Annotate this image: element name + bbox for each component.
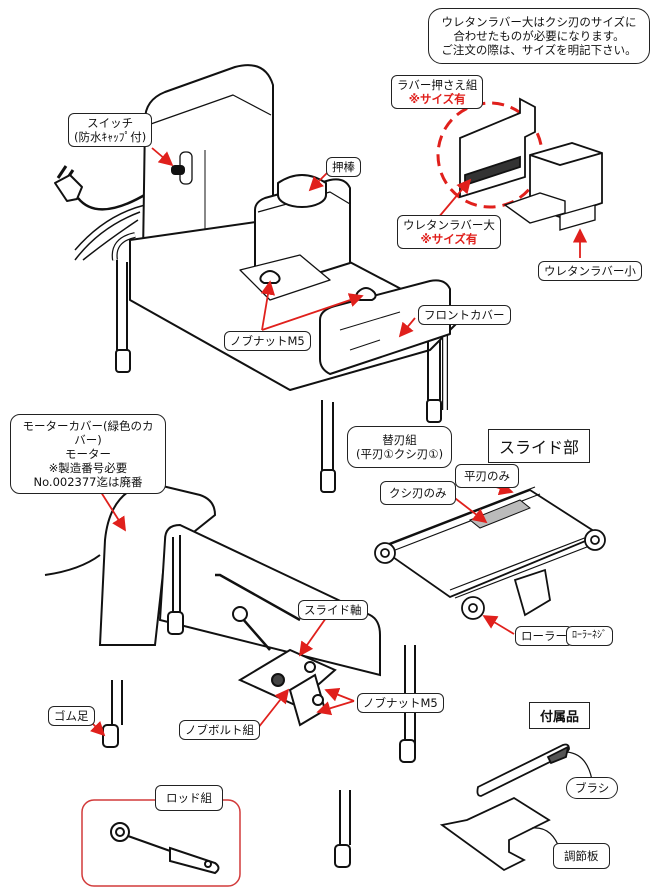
- label-knob-nut-bottom: ノブナットM5: [357, 693, 444, 713]
- note-line: No.002377迄は廃番: [33, 475, 143, 489]
- label-switch: スイッチ (防水ｷｬｯﾌﾟ付): [68, 113, 153, 147]
- note-line: ※製造番号必要: [48, 461, 128, 475]
- arrow-front-cover: [398, 317, 416, 338]
- arrow-switch: [151, 147, 174, 167]
- label-knob-bolt: ノブボルト組: [179, 720, 260, 740]
- power-plug-icon: [54, 165, 149, 261]
- callout-arrows: [89, 147, 588, 737]
- label-replacement-blade-name: 替刃組: [382, 433, 417, 447]
- arrow-knob-nut-b1: [324, 687, 355, 702]
- label-switch-note: (防水ｷｬｯﾌﾟ付): [74, 130, 147, 144]
- label-rubber-foot: ゴム足: [48, 706, 95, 726]
- note-line: ウレタンラバー大はクシ刃のサイズに: [441, 15, 637, 29]
- label-comb-blade-only: クシ刃のみ: [380, 481, 456, 505]
- label-urethane-large: ウレタンラバー大 ※サイズ有: [397, 215, 501, 249]
- label-flat-blade-only: 平刃のみ: [455, 464, 519, 488]
- arrow-knob-nut-1: [260, 280, 276, 331]
- label-slide-shaft: スライド軸: [298, 600, 368, 620]
- note-line: 合わせたものが必要になります。: [453, 29, 625, 43]
- accessories-illustration: [439, 743, 593, 872]
- bottom-machine-illustration: [44, 481, 416, 868]
- label-replacement-blade-contents: (平刃①クシ刃①): [356, 447, 444, 461]
- top-machine-illustration: [54, 64, 461, 493]
- label-push-rod: 押棒: [326, 157, 361, 177]
- label-brush: ブラシ: [566, 777, 619, 799]
- slide-unit-illustration: [374, 486, 606, 620]
- label-urethane-small: ウレタンラバー小: [538, 261, 642, 281]
- note-line: ご注文の際は、サイズを明記下さい。: [441, 43, 637, 57]
- label-rubber-holder-name: ラバー押さえ組: [397, 78, 478, 92]
- arrow-urethane-large: [437, 178, 472, 219]
- arrow-knob-nut-b2: [316, 700, 355, 716]
- section-title-slide: スライド部: [488, 429, 591, 463]
- label-switch-name: スイッチ: [87, 116, 134, 130]
- note-line: モーター: [65, 447, 111, 461]
- arrow-knob-nut-2: [261, 293, 364, 331]
- label-knob-nut-top: ノブナットM5: [224, 331, 311, 351]
- switch-toggle: [171, 165, 185, 175]
- label-replacement-blade: 替刃組 (平刃①クシ刃①): [347, 426, 453, 468]
- label-adjust-plate: 調節板: [553, 843, 610, 869]
- motor-cover-note: モーターカバー(緑色のカバー) モーター ※製造番号必要 No.002377迄は…: [10, 414, 166, 494]
- arrow-rubber-foot: [89, 720, 106, 737]
- arrow-slide-shaft: [298, 617, 327, 657]
- rubber-parts-illustration: [436, 97, 603, 231]
- label-roller-screw: ﾛｰﾗｰﾈｼﾞ: [566, 626, 613, 646]
- note-line: モーターカバー(緑色のカバー): [22, 419, 154, 447]
- rubber-foot-icon: [102, 611, 416, 868]
- label-roller: ローラー: [515, 626, 573, 646]
- label-rubber-holder: ラバー押さえ組 ※サイズ有: [391, 75, 484, 109]
- lower-frame: [158, 523, 381, 677]
- roller-icon: [374, 529, 606, 620]
- urethane-size-note: ウレタンラバー大はクシ刃のサイズに 合わせたものが必要になります。 ご注文の際は…: [428, 8, 650, 64]
- adjust-plate: [439, 796, 551, 872]
- label-rod-set: ロッド組: [155, 785, 223, 811]
- size-available-note: ※サイズ有: [420, 232, 478, 246]
- brush: [476, 743, 570, 797]
- arrow-knob-bolt: [257, 688, 290, 729]
- rod-set-illustration: [110, 822, 220, 875]
- label-front-cover: フロントカバー: [418, 305, 511, 325]
- table-legs: [115, 260, 442, 493]
- section-title-accessories: 付属品: [529, 702, 591, 729]
- size-available-note: ※サイズ有: [408, 92, 466, 106]
- arrow-roller: [482, 615, 515, 635]
- label-urethane-large-name: ウレタンラバー大: [403, 218, 495, 232]
